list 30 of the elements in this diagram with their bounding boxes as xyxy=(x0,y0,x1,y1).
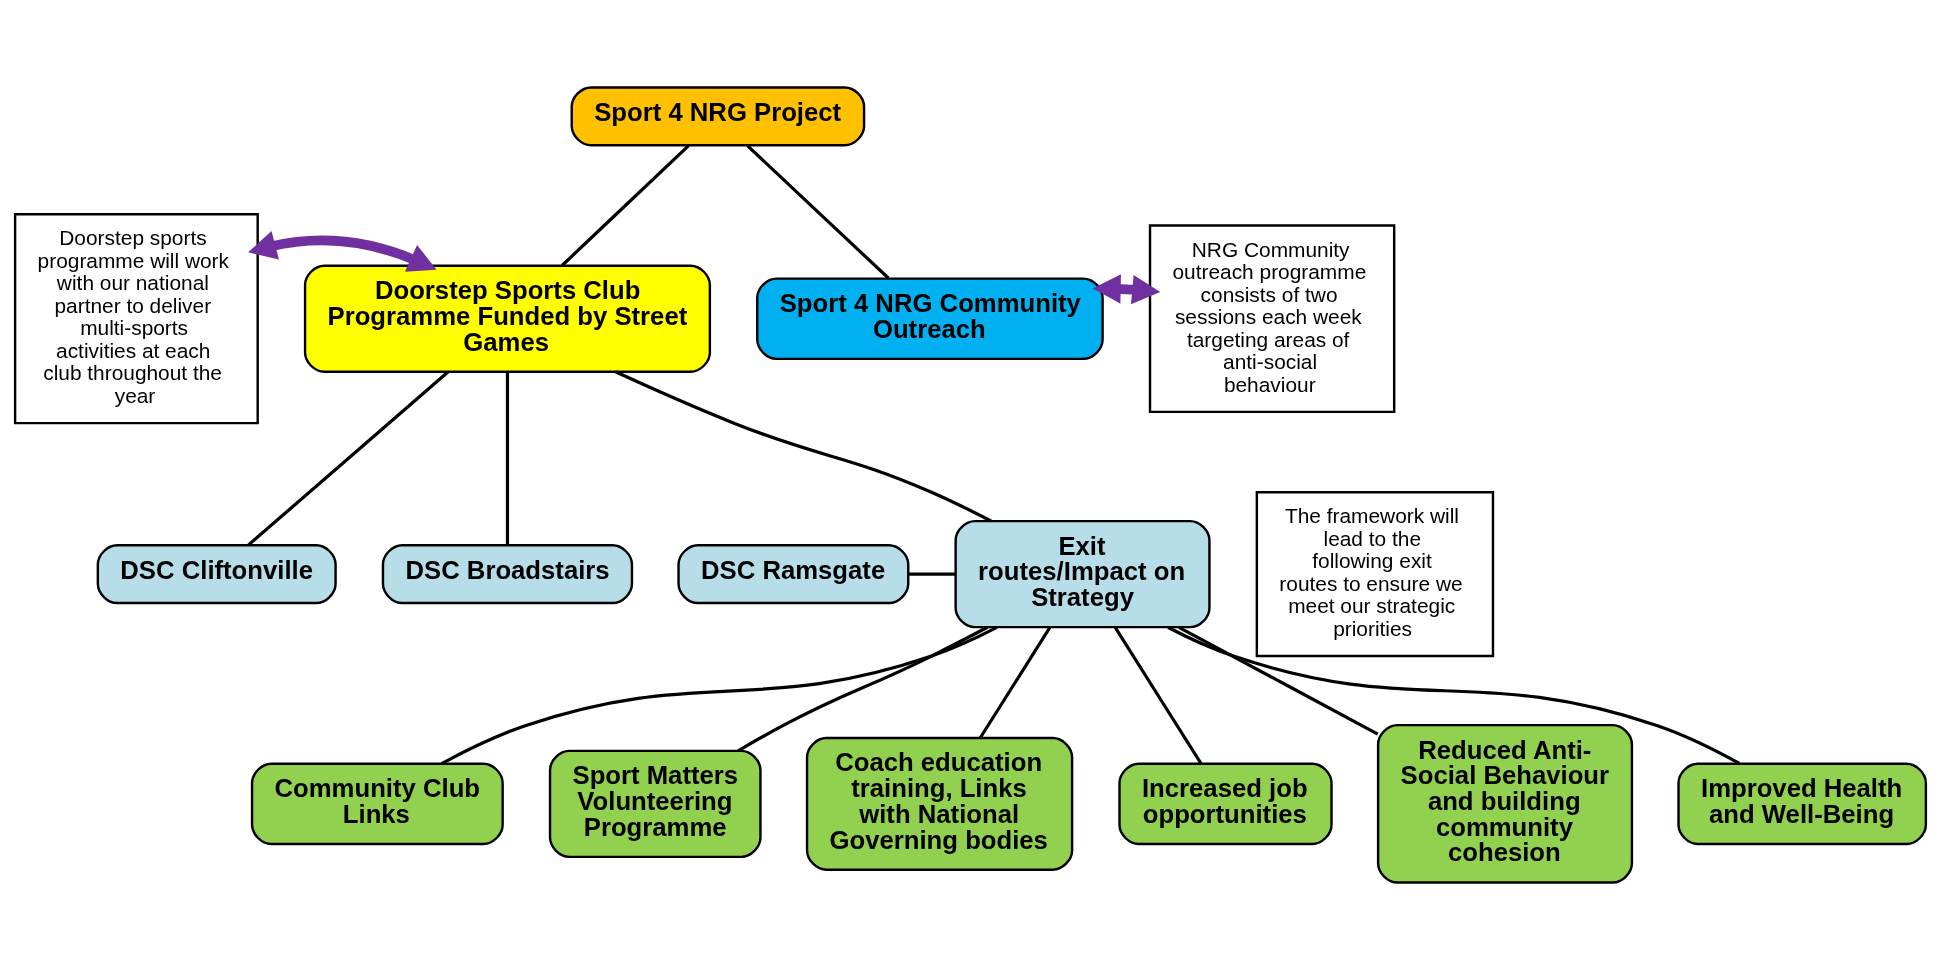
connector xyxy=(560,144,690,267)
node-box: Coach education training, Links with National Governing bodies xyxy=(805,736,1074,871)
connector xyxy=(908,572,956,576)
connector xyxy=(440,625,998,765)
node-box: Exit routes/Impact on Strategy xyxy=(954,519,1211,629)
node-box: Doorstep Sports Club Programme Funded by Street Games xyxy=(303,264,712,373)
node-box: Doorstep sports programme will work with our national partner to deliver multi-sports activities at each club throughout the year xyxy=(13,213,259,425)
connector xyxy=(1114,626,1203,765)
connector xyxy=(746,144,890,280)
node-box: Sport 4 NRG Community Outreach xyxy=(756,277,1104,361)
node-box: NRG Community outreach programme consists of two sessions each week targeting areas of anti-social behaviour xyxy=(1148,224,1396,414)
connector xyxy=(505,372,510,546)
node-box: Reduced Anti-Social Behaviour and building community cohesion xyxy=(1376,723,1634,884)
node-box: DSC Cliftonville xyxy=(96,544,337,605)
node-box: The framework will lead to the following exit routes to ensure we meet our strategic priorities xyxy=(1255,491,1495,658)
node-box: Sport Matters Volunteering Programme xyxy=(548,749,762,859)
connector xyxy=(978,626,1052,739)
node-box: Community Club Links xyxy=(250,762,504,846)
arrow xyxy=(248,230,437,272)
connector xyxy=(1167,626,1741,765)
node-box: Improved Health and Well-Being xyxy=(1677,762,1928,846)
connector xyxy=(614,370,992,523)
node-box: Increased job opportunities xyxy=(1118,762,1333,846)
connector xyxy=(1178,626,1379,736)
node-box: Sport 4 NRG Project xyxy=(570,86,866,147)
connector xyxy=(247,370,449,547)
node-box: DSC Broadstairs xyxy=(381,544,634,605)
arrow xyxy=(1092,274,1161,305)
node-box: DSC Ramsgate xyxy=(677,544,910,605)
connector xyxy=(737,625,989,753)
